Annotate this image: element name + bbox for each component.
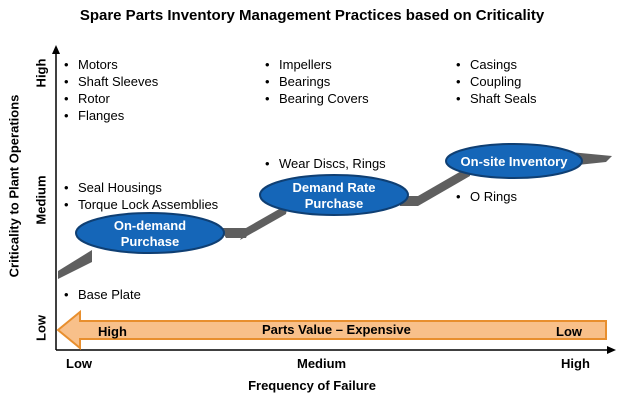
y-tick-high-text: High [33, 58, 49, 88]
list-item: Impellers [265, 56, 369, 73]
on-site-label: On-site Inventory [446, 154, 582, 170]
y-axis-arrowhead [52, 45, 60, 54]
parts-value-title: Parts Value – Expensive [262, 322, 411, 337]
y-tick-low-text: Low [33, 315, 49, 341]
list-item: Torque Lock Assemblies [64, 196, 218, 213]
parts-list-low-freq-high-crit: Motors Shaft Sleeves Rotor Flanges [64, 56, 158, 124]
list-item: Flanges [64, 107, 158, 124]
on-demand-label: On-demand Purchase [90, 218, 210, 250]
y-tick-medium-text: Medium [33, 175, 49, 225]
x-axis-title: Frequency of Failure [248, 378, 376, 393]
parts-list-med-freq-med-crit: Wear Discs, Rings [265, 155, 386, 172]
x-tick-low: Low [66, 356, 92, 371]
list-item: Shaft Sleeves [64, 73, 158, 90]
list-item: Bearings [265, 73, 369, 90]
x-tick-high: High [561, 356, 590, 371]
list-item: Shaft Seals [456, 90, 537, 107]
parts-list-high-freq-med-crit: O Rings [456, 188, 517, 205]
demand-rate-label-line2: Purchase [304, 196, 364, 211]
x-axis-arrowhead [607, 346, 616, 354]
diagram-title: Spare Parts Inventory Management Practic… [79, 7, 545, 24]
list-item: Seal Housings [64, 179, 218, 196]
list-item: Base Plate [64, 286, 141, 303]
list-item: Casings [456, 56, 537, 73]
parts-list-low-freq-low-crit: Base Plate [64, 286, 141, 303]
on-demand-label-line1: On-demand [113, 218, 187, 233]
list-item: Wear Discs, Rings [265, 155, 386, 172]
list-item: O Rings [456, 188, 517, 205]
x-tick-medium: Medium [297, 356, 347, 371]
y-axis-title-text: Criticality to Plant Operations [6, 94, 22, 278]
list-item: Bearing Covers [265, 90, 369, 107]
on-site-label-line1: On-site Inventory [460, 154, 568, 169]
list-item: Coupling [456, 73, 537, 90]
parts-list-high-freq-high-crit: Casings Coupling Shaft Seals [456, 56, 537, 107]
list-item: Motors [64, 56, 158, 73]
parts-value-high-label: High [98, 324, 127, 339]
on-site-ellipse [445, 143, 583, 179]
parts-value-low-label: Low [556, 324, 582, 339]
on-demand-ellipse [75, 212, 225, 254]
list-item: Rotor [64, 90, 158, 107]
parts-list-med-freq-high-crit: Impellers Bearings Bearing Covers [265, 56, 369, 107]
demand-rate-label: Demand Rate Purchase [264, 180, 404, 212]
parts-value-arrow [56, 309, 607, 351]
path-segment-3 [240, 204, 288, 240]
path-segment-1 [58, 250, 92, 279]
path-segment-5 [418, 166, 470, 206]
demand-rate-ellipse [259, 174, 409, 216]
on-demand-label-line2: Purchase [120, 234, 180, 249]
demand-rate-label-line1: Demand Rate [292, 180, 376, 195]
parts-list-low-freq-med-crit: Seal Housings Torque Lock Assemblies [64, 179, 218, 213]
